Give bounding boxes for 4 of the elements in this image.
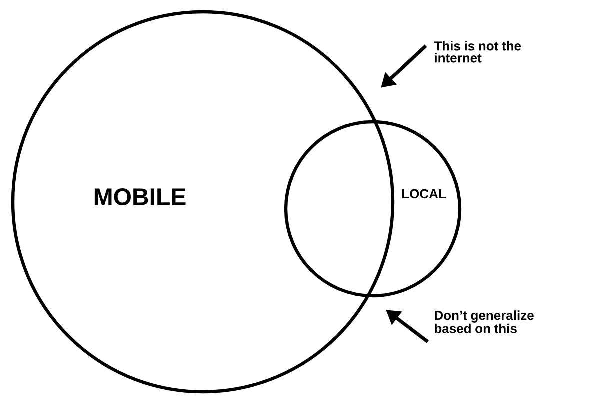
annotation-text: This is not the internet xyxy=(434,41,522,63)
circle-label: MOBILE xyxy=(94,188,186,206)
annotation-text: Don’t generalize based on this xyxy=(435,310,534,334)
circle-label: LOCAL xyxy=(402,189,446,199)
